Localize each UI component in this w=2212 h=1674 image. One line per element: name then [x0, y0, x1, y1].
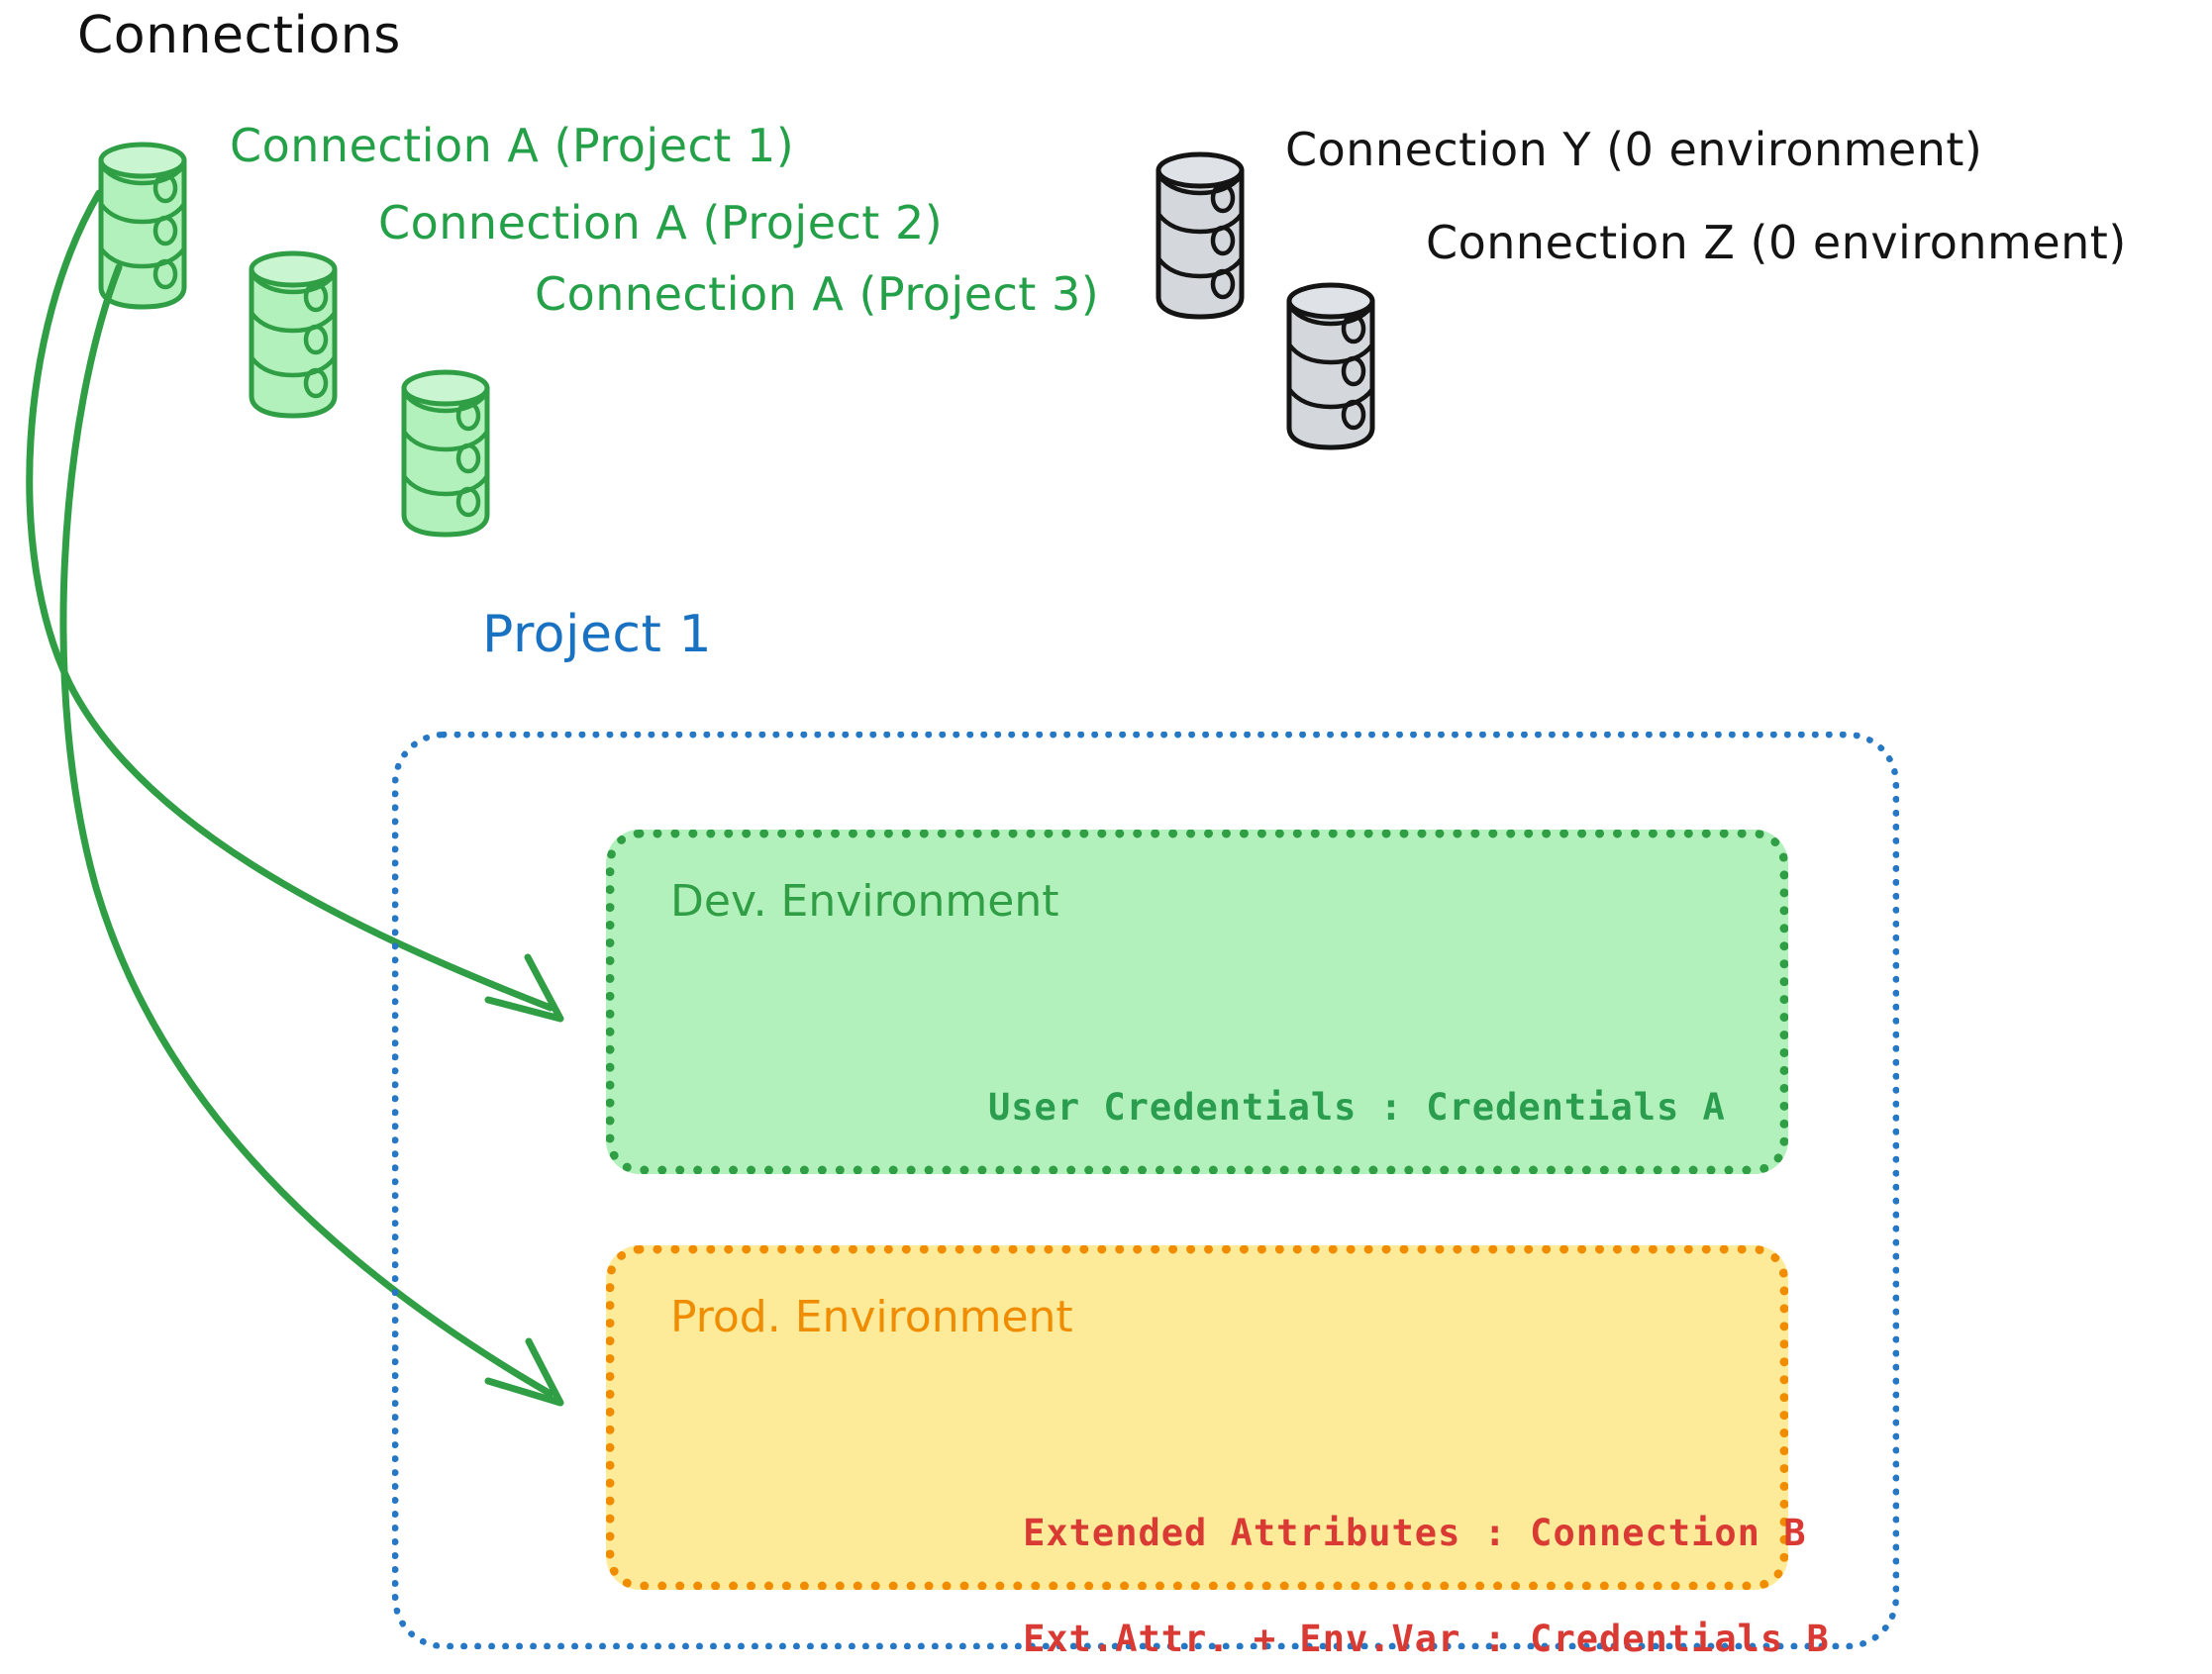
- prod-line-ext-attr-env-var: Ext.Attr. + Env.Var : Credentials B: [1023, 1617, 1830, 1660]
- connection-label-a-project-1: Connection A (Project 1): [230, 119, 795, 172]
- database-cylinder-icon-connection-a3: [404, 372, 487, 535]
- prod-environment-title: Prod. Environment: [670, 1292, 1073, 1342]
- database-cylinder-icon-connection-z: [1289, 285, 1372, 447]
- project-container: [392, 732, 1899, 1649]
- prod-environment-attribute-lines: Extended Attributes : Connection B Ext.A…: [931, 1453, 1830, 1674]
- connection-label-a-project-3: Connection A (Project 3): [535, 267, 1100, 321]
- prod-environment-box: Prod. Environment: [606, 1245, 1788, 1590]
- prod-line-extended-attributes: Extended Attributes : Connection B: [1023, 1511, 1807, 1554]
- arrow-connection-a-to-prod-env: [59, 263, 564, 1407]
- connection-label-a-project-2: Connection A (Project 2): [378, 196, 944, 249]
- connection-label-z: Connection Z (0 environment): [1426, 216, 2127, 269]
- project-title: Project 1: [482, 605, 713, 664]
- dev-environment-title: Dev. Environment: [670, 876, 1059, 927]
- database-cylinder-icon-connection-a2: [251, 253, 335, 416]
- connection-label-y: Connection Y (0 environment): [1285, 123, 1983, 176]
- dev-environment-box: Dev. Environment: [606, 830, 1788, 1174]
- dev-environment-credentials-line: User Credentials : Credentials A: [988, 1086, 1726, 1129]
- arrow-connection-a-to-dev-env: [26, 189, 564, 1023]
- database-cylinder-icon-connection-y: [1158, 154, 1242, 317]
- page-title: Connections: [77, 6, 401, 65]
